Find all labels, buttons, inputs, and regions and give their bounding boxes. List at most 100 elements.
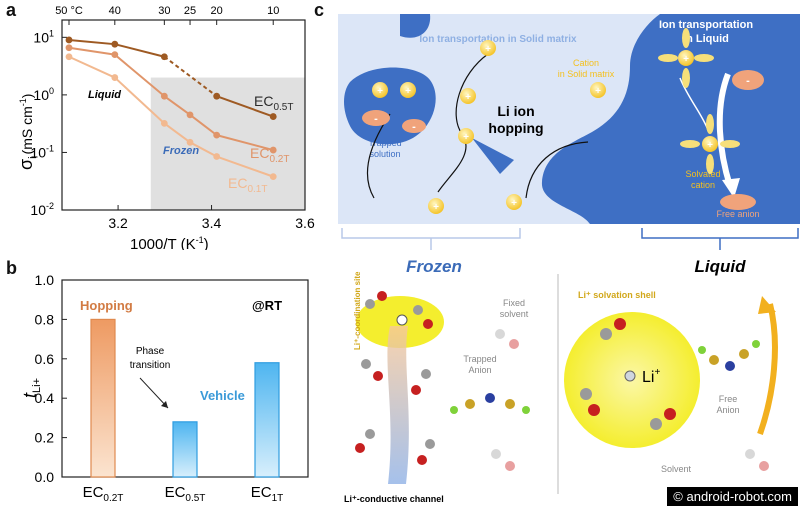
bar-ec1t bbox=[254, 362, 280, 478]
oxygen-atom bbox=[614, 318, 626, 330]
legend-ec05t-sub: 0.5T bbox=[273, 102, 293, 113]
li-hop-label-1: Li ion bbox=[497, 103, 534, 119]
fixed-solvent-label-1: Fixed bbox=[503, 298, 525, 308]
li-center-main: Li bbox=[642, 369, 654, 386]
y-tick-base: 10 bbox=[33, 87, 49, 103]
x-tick-label: 3.2 bbox=[108, 215, 128, 231]
carbon-atom bbox=[745, 449, 755, 459]
data-point bbox=[160, 119, 168, 127]
carbon-atom bbox=[650, 418, 662, 430]
solvent-petal bbox=[706, 154, 714, 174]
top-tick-label: 10 bbox=[267, 5, 279, 17]
xlabel-sup: -1 bbox=[196, 235, 204, 245]
sulfur-atom bbox=[465, 399, 475, 409]
fluorine-atom bbox=[698, 346, 706, 354]
anion-sign: - bbox=[412, 121, 416, 133]
x-tick-label: 3.4 bbox=[202, 215, 222, 231]
oxygen-atom bbox=[373, 371, 383, 381]
conductive-channel bbox=[387, 326, 409, 484]
phase-arrow bbox=[139, 377, 169, 409]
carbon-atom bbox=[600, 328, 612, 340]
cation bbox=[702, 136, 718, 152]
y-tick-exp: -1 bbox=[46, 143, 54, 153]
liquid-arrow bbox=[716, 72, 733, 187]
cation-sign: + bbox=[707, 140, 713, 151]
cation bbox=[372, 82, 388, 98]
y-tick-label: 101 bbox=[33, 28, 54, 45]
anion-sign: - bbox=[746, 75, 750, 87]
nitrogen-atom bbox=[725, 361, 735, 371]
series-segment bbox=[163, 55, 218, 97]
x-tick-main: EC bbox=[251, 484, 272, 501]
top-tick-label: 25 bbox=[184, 5, 196, 17]
li-center-ion bbox=[624, 370, 636, 382]
data-point bbox=[269, 146, 277, 154]
x-tick-sub: 1T bbox=[272, 493, 284, 504]
ylabel-unit: (mS cm bbox=[19, 106, 35, 154]
ylabel-t-sub: Li+ bbox=[31, 378, 43, 393]
data-point bbox=[213, 153, 221, 160]
phase-arrow-head bbox=[161, 401, 168, 408]
nitrogen-atom bbox=[485, 393, 495, 403]
data-point bbox=[213, 92, 221, 100]
data-point bbox=[65, 44, 73, 52]
anion-sign: - bbox=[374, 113, 378, 125]
series-segment bbox=[114, 76, 166, 125]
series-segment bbox=[163, 122, 191, 144]
cation bbox=[506, 194, 522, 210]
carbon-atom bbox=[365, 299, 375, 309]
y-tick-label: 10-2 bbox=[30, 201, 54, 218]
carbon-atom bbox=[361, 359, 371, 369]
series-segment bbox=[114, 43, 165, 58]
data-point bbox=[111, 40, 119, 48]
fluorine-atom bbox=[450, 406, 458, 414]
trapped-solution-label-1: Trapped bbox=[368, 138, 401, 148]
x-tick-main: EC bbox=[165, 484, 186, 501]
li-ion bbox=[396, 314, 408, 326]
liquid-motion-arrow-head bbox=[758, 296, 776, 314]
legend-ec02t-sub: 0.2T bbox=[269, 154, 289, 165]
xlabel-end: ) bbox=[204, 236, 209, 250]
ylabel-sigma-sub: i bbox=[27, 156, 39, 158]
li-hop-label-2: hopping bbox=[488, 120, 543, 136]
data-point bbox=[186, 111, 194, 119]
series-segment bbox=[68, 55, 116, 79]
fluorine-atom bbox=[752, 340, 760, 348]
carbon-atom bbox=[425, 439, 435, 449]
cation bbox=[678, 50, 694, 66]
data-point bbox=[111, 51, 119, 59]
carbon-atom bbox=[495, 329, 505, 339]
oxygen-atom bbox=[759, 461, 769, 471]
phase-label-2: transition bbox=[130, 360, 171, 371]
ion-solid-label: Ion transportation in Solid matrix bbox=[419, 34, 577, 45]
rt-label: @RT bbox=[252, 298, 282, 313]
cation bbox=[590, 82, 606, 98]
carbon-atom bbox=[580, 388, 592, 400]
panel-b-letter: b bbox=[6, 258, 17, 278]
solvated-cation-label-1: Solvated bbox=[685, 169, 720, 179]
liquid-bracket bbox=[641, 228, 799, 250]
cation-sign: + bbox=[595, 86, 601, 97]
cation bbox=[428, 198, 444, 214]
li-center-label: Li+ bbox=[642, 367, 660, 386]
x-tick-sub: 0.5T bbox=[185, 493, 205, 504]
liquid-arrow-head bbox=[722, 178, 740, 198]
ion-liquid-label-1: Ion transportation bbox=[659, 19, 753, 31]
data-point bbox=[65, 53, 73, 61]
cation bbox=[460, 88, 476, 104]
cation-sign: + bbox=[485, 44, 491, 55]
coord-site-label: Li⁺-coordination site bbox=[353, 271, 362, 350]
solvent-label: Solvent bbox=[661, 464, 692, 474]
frozen-title: Frozen bbox=[406, 257, 462, 276]
legend-ec01t-main: EC bbox=[228, 175, 247, 191]
y-tick-label: 10-1 bbox=[30, 143, 54, 160]
oxygen-atom bbox=[509, 339, 519, 349]
top-tick-label: 20 bbox=[211, 5, 223, 17]
chart-a-x-label: 1000/T (K-1) bbox=[130, 235, 209, 250]
bar-ec05t bbox=[172, 421, 198, 478]
frozen-bracket bbox=[341, 228, 521, 250]
